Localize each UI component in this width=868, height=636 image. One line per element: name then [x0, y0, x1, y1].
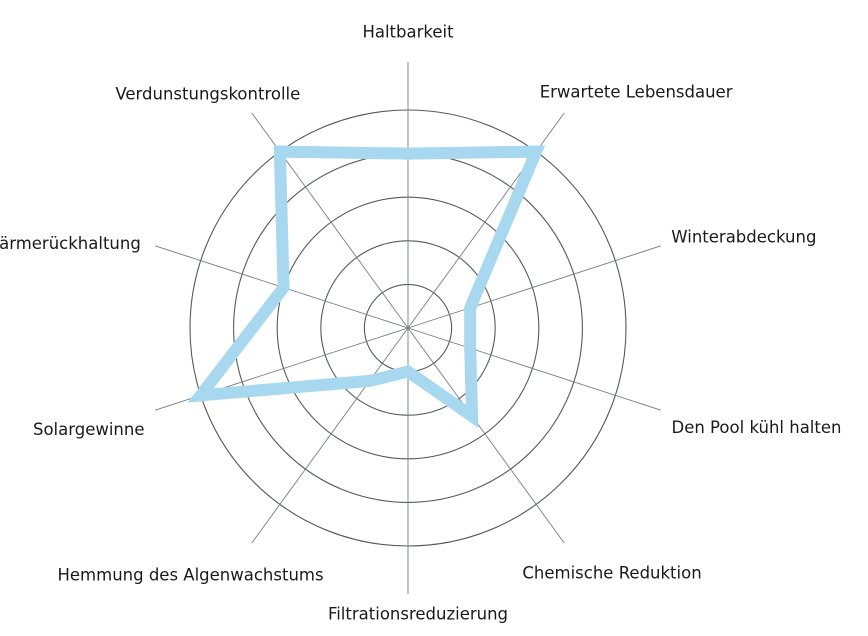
- axis-label: Wärmerückhaltung: [0, 234, 141, 253]
- axis-spoke: [251, 327, 409, 544]
- axis-label: Solargewinne: [33, 420, 145, 439]
- series-polygon: [187, 145, 546, 428]
- axis-label: Chemische Reduktion: [522, 564, 701, 583]
- axis-label: Erwartete Lebensdauer: [540, 83, 733, 102]
- axis-label: Filtrationsreduzierung: [328, 605, 508, 624]
- axis-label: Winterabdeckung: [671, 227, 816, 246]
- axis-label: Den Pool kühl halten: [672, 418, 842, 437]
- grid-spokes: [154, 62, 662, 594]
- axis-label: Haltbarkeit: [362, 23, 454, 42]
- axis-spoke: [407, 327, 565, 544]
- series-layer: [187, 145, 546, 428]
- axis-label: Hemmung des Algenwachstums: [58, 566, 324, 585]
- axis-label: Verdunstungskontrolle: [115, 85, 300, 104]
- axis-spoke: [407, 327, 662, 411]
- axis-spoke: [407, 112, 565, 329]
- axis-spoke: [407, 245, 662, 329]
